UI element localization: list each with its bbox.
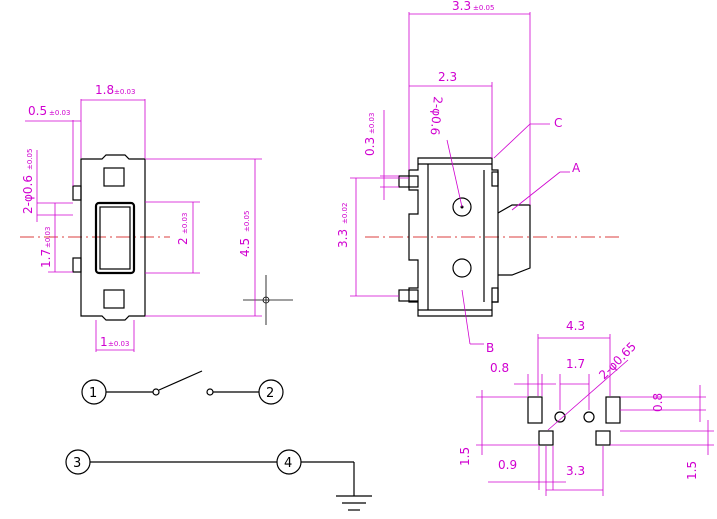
side-right-tab-bottom [491, 287, 499, 303]
dim-fp-left-height: 1.5 [458, 447, 472, 466]
pad-bottom-right [595, 430, 611, 446]
dim-fp-bottom-pitch: 3.3 [566, 464, 585, 478]
callout-c: C [554, 116, 562, 130]
switch-contact-right [206, 388, 214, 396]
dim-fp-pad-gap: 0.8 [651, 393, 665, 412]
front-body-outline [80, 154, 146, 321]
side-lead-bottom [398, 289, 419, 302]
dim-fp-right-height: 1.5 [685, 461, 699, 480]
dim-left-height: 1.7 [39, 249, 53, 268]
dim-lead-thickness-tol: ±0.03 [368, 113, 376, 134]
dim-left-gap-tol: ±0.03 [49, 109, 70, 117]
front-left-lead-bottom [72, 257, 82, 273]
dim-left-height-tol: ±0.03 [44, 227, 52, 248]
callout-b: B [486, 341, 494, 355]
dim-top-width-tol: ±0.03 [114, 88, 135, 96]
actuator [94, 201, 136, 275]
dim-side-inner-width: 2.3 [438, 70, 457, 84]
side-body-outline [408, 157, 499, 317]
side-right-tab-top [491, 171, 499, 187]
callout-a: A [572, 161, 581, 175]
front-window-top [103, 167, 125, 187]
dim-inner-height: 2 [176, 237, 190, 245]
dim-total-height-tol: ±0.05 [243, 211, 251, 232]
dim-side-total-width-tol: ±0.05 [473, 4, 494, 12]
dim-fp-total-width: 4.3 [566, 319, 585, 333]
dim-left-gap: 0.5 [28, 104, 47, 118]
side-actuator [497, 204, 531, 276]
dim-fp-hole-pitch: 1.7 [566, 357, 585, 371]
dim-holes-tol: ±0.05 [26, 149, 34, 170]
front-window-bottom [103, 289, 125, 309]
hole-left [554, 411, 566, 423]
terminal-3-label: 3 [73, 456, 81, 471]
dim-side-body-height-tol: ±0.02 [341, 203, 349, 224]
front-view: 1.8 ±0.03 0.5 ±0.03 2-φ0.6 ±0.05 1.7 ±0.… [20, 83, 293, 352]
hole-right [583, 411, 595, 423]
pad-top-left [527, 396, 543, 424]
dim-side-body-height: 3.3 [336, 229, 350, 248]
crosshair-circle [262, 296, 270, 304]
front-left-lead-top [72, 185, 82, 201]
side-lead-top [398, 175, 419, 188]
side-peg-top [452, 197, 472, 217]
dim-side-total-width: 3.3 [452, 0, 471, 13]
switch-contact-left [152, 388, 160, 396]
actuator-inner [99, 206, 131, 270]
terminal-2 [258, 379, 284, 405]
dim-fp-pad-width: 0.8 [490, 361, 509, 375]
pad-top-right [605, 396, 621, 424]
side-view: 3.3 ±0.05 2.3 0.3 ±0.03 2-φ0.6 3.3 ±0.02… [336, 0, 620, 355]
dim-lead-thickness: 0.3 [363, 137, 377, 156]
dim-side-hole: 2-φ0.6 [428, 96, 445, 136]
terminal-4-label: 4 [284, 456, 292, 471]
dim-bottom-width: 1 [100, 335, 108, 349]
dim-fp-holes: 2-φ0.65 [596, 339, 639, 382]
ground-icon [336, 495, 372, 511]
side-peg-bottom [452, 258, 472, 278]
schematic: 1 2 3 4 [65, 370, 372, 511]
dim-bottom-width-tol: ±0.03 [108, 340, 129, 348]
dim-holes: 2-φ0.6 [21, 175, 35, 214]
terminal-2-label: 2 [266, 386, 274, 401]
dim-total-height: 4.5 [238, 238, 252, 257]
dim-fp-bottom-pad-width: 0.9 [498, 458, 517, 472]
dim-top-width: 1.8 [95, 83, 114, 97]
terminal-1-label: 1 [89, 386, 97, 401]
switch-lever [158, 370, 203, 391]
dim-inner-height-tol: ±0.03 [181, 213, 189, 234]
pad-bottom-left [538, 430, 554, 446]
footprint: 4.3 0.8 1.7 2-φ0.65 0.8 1.5 0.9 3.3 [458, 319, 714, 496]
